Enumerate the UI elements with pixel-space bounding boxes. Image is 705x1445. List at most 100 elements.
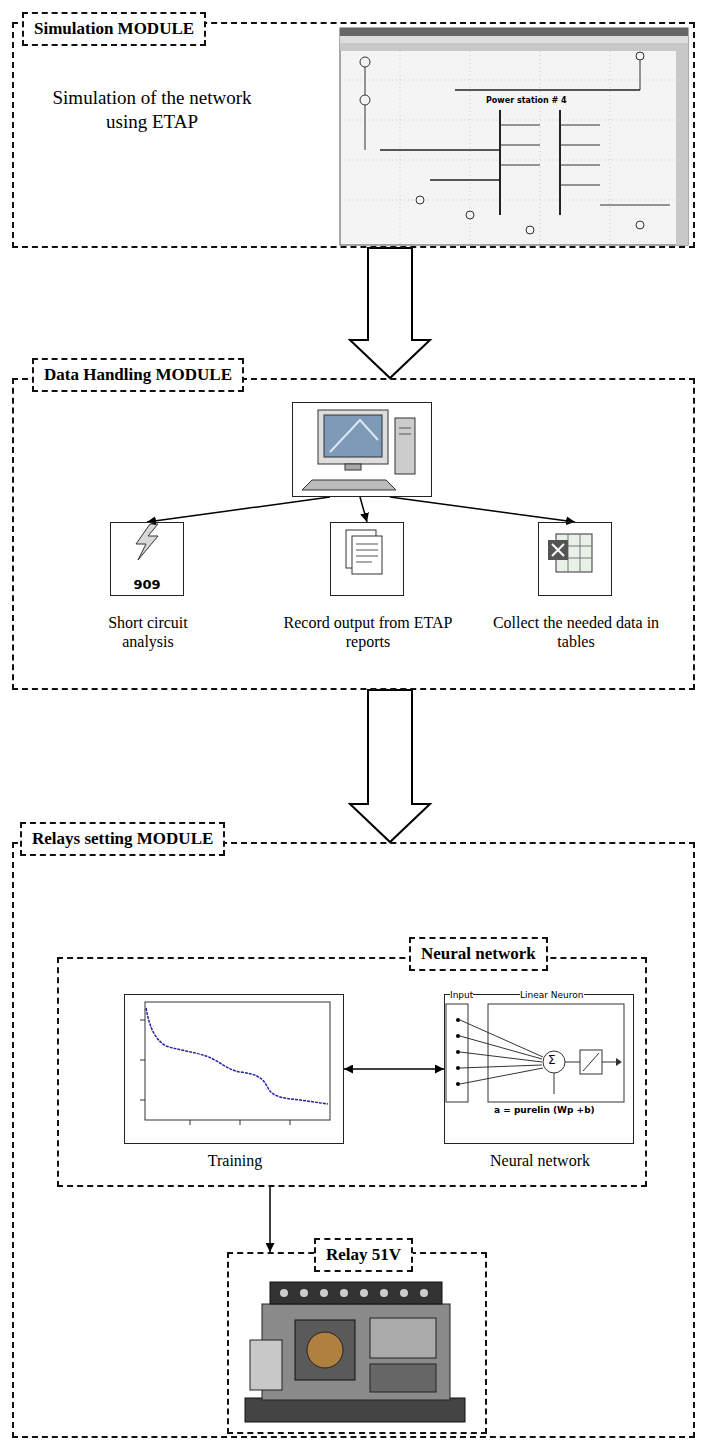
spreadsheet-icon xyxy=(580,534,581,572)
neuron-figure xyxy=(456,1066,460,1070)
icon-box: 909Short circuit analysis xyxy=(110,522,184,596)
etap-screenshot xyxy=(360,95,370,105)
report-icon xyxy=(356,550,378,551)
icon-caption: Record output from ETAP reports xyxy=(268,613,468,651)
etap-screenshot xyxy=(340,43,688,51)
etap-screenshot xyxy=(340,120,676,121)
relay-photo xyxy=(320,1289,328,1297)
icon-box: Record output from ETAP reports xyxy=(330,522,404,596)
computer-icon xyxy=(399,434,411,435)
neuron-figure xyxy=(616,1058,622,1066)
relay-photo xyxy=(300,1289,308,1297)
training-plot xyxy=(146,1008,328,1104)
neuron-figure xyxy=(456,1082,460,1086)
figure-caption: Training xyxy=(125,1151,345,1170)
training-plot xyxy=(145,1002,330,1120)
training-plot xyxy=(140,1060,145,1061)
relay-photo xyxy=(245,1282,465,1422)
relay-photo xyxy=(370,1364,436,1392)
training-plot xyxy=(290,1120,291,1125)
relay-title: Relay 51V xyxy=(314,1238,413,1272)
etap-screenshot xyxy=(676,51,688,245)
arrow-connector xyxy=(390,497,575,522)
module-title: Data Handling MODULE xyxy=(32,358,244,392)
etap-screenshot xyxy=(340,28,688,36)
neuron-figure xyxy=(460,1036,542,1059)
relay-photo xyxy=(360,1289,368,1297)
etap-screenshot xyxy=(640,60,641,90)
etap-screenshot xyxy=(500,145,540,146)
neuron-figure xyxy=(554,1073,555,1094)
neuron-figure xyxy=(602,1062,616,1063)
neuron-figure xyxy=(543,1051,565,1073)
neuron-figure xyxy=(456,1050,460,1054)
group-title: Neural network xyxy=(409,937,548,971)
relay-photo xyxy=(400,1289,408,1297)
spreadsheet-icon xyxy=(548,534,592,572)
figure-caption: Neural network xyxy=(445,1151,635,1170)
module-title: Simulation MODULE xyxy=(22,12,206,46)
relay-photo xyxy=(420,1289,428,1297)
relay-photo xyxy=(370,1318,436,1358)
neuron-figure xyxy=(460,1020,543,1057)
etap-screenshot xyxy=(365,67,366,95)
etap-screenshot xyxy=(526,226,534,234)
icon-caption: Collect the needed data in tables xyxy=(491,613,661,651)
neuron-figure xyxy=(460,1068,543,1084)
block-arrow xyxy=(350,248,430,378)
relay-photo xyxy=(270,1282,442,1304)
arrow-connector xyxy=(360,497,367,522)
etap-screenshot xyxy=(500,165,540,166)
spreadsheet-icon xyxy=(548,540,568,560)
relay-box: Relay 51V xyxy=(227,1252,487,1434)
neuron-figure xyxy=(488,1004,624,1102)
relay-photo xyxy=(340,1289,348,1297)
neuron-figure xyxy=(580,1050,602,1074)
figure-label: Input xyxy=(450,991,473,1001)
report-icon xyxy=(356,556,378,557)
module-box: Data Handling MODULE909Short circuit ana… xyxy=(12,378,695,690)
etap-screenshot xyxy=(600,205,670,206)
computer-icon xyxy=(395,418,415,474)
module-box: Simulation MODULESimulation of the netwo… xyxy=(12,22,695,248)
etap-screenshot xyxy=(466,211,474,219)
figure-box: Training xyxy=(124,994,344,1144)
training-plot xyxy=(190,1120,191,1125)
figure-formula: a = purelin (Wp +b) xyxy=(494,1106,595,1116)
neuron-figure xyxy=(460,1065,542,1068)
etap-screenshot xyxy=(560,165,600,166)
etap-screenshot xyxy=(360,57,370,67)
etap-screenshot xyxy=(560,125,600,126)
etap-screenshot xyxy=(636,52,644,60)
report-icon xyxy=(352,536,382,574)
training-plot xyxy=(140,1100,145,1101)
module-title: Relays setting MODULE xyxy=(20,822,225,856)
training-plot xyxy=(140,1002,330,1125)
relay-photo xyxy=(262,1304,450,1400)
etap-screenshot xyxy=(500,125,540,126)
etap-screenshot xyxy=(340,80,676,81)
etap-screenshot xyxy=(610,51,611,245)
module-description: Simulation of the network using ETAP xyxy=(42,86,262,134)
block-arrow xyxy=(350,690,430,842)
etap-screenshot xyxy=(340,28,688,245)
etap-screenshot xyxy=(340,28,688,245)
lightning-icon xyxy=(136,524,158,560)
relay-photo xyxy=(280,1289,288,1297)
etap-screenshot xyxy=(416,196,424,204)
etap-screenshot xyxy=(340,160,676,161)
neuron-figure xyxy=(446,1004,624,1102)
training-plot xyxy=(140,1020,145,1021)
figure-label: Linear Neuron xyxy=(520,991,584,1001)
sum-symbol: Σ xyxy=(548,1054,556,1067)
relay-photo xyxy=(380,1289,388,1297)
training-plot xyxy=(240,1120,241,1125)
relay-photo xyxy=(295,1320,355,1380)
etap-screenshot xyxy=(499,110,501,215)
etap-screenshot xyxy=(400,51,401,245)
computer-icon xyxy=(345,464,361,470)
etap-screenshot xyxy=(365,105,366,150)
arrow-connector xyxy=(344,1068,444,1070)
arrow-connector xyxy=(269,1187,271,1252)
